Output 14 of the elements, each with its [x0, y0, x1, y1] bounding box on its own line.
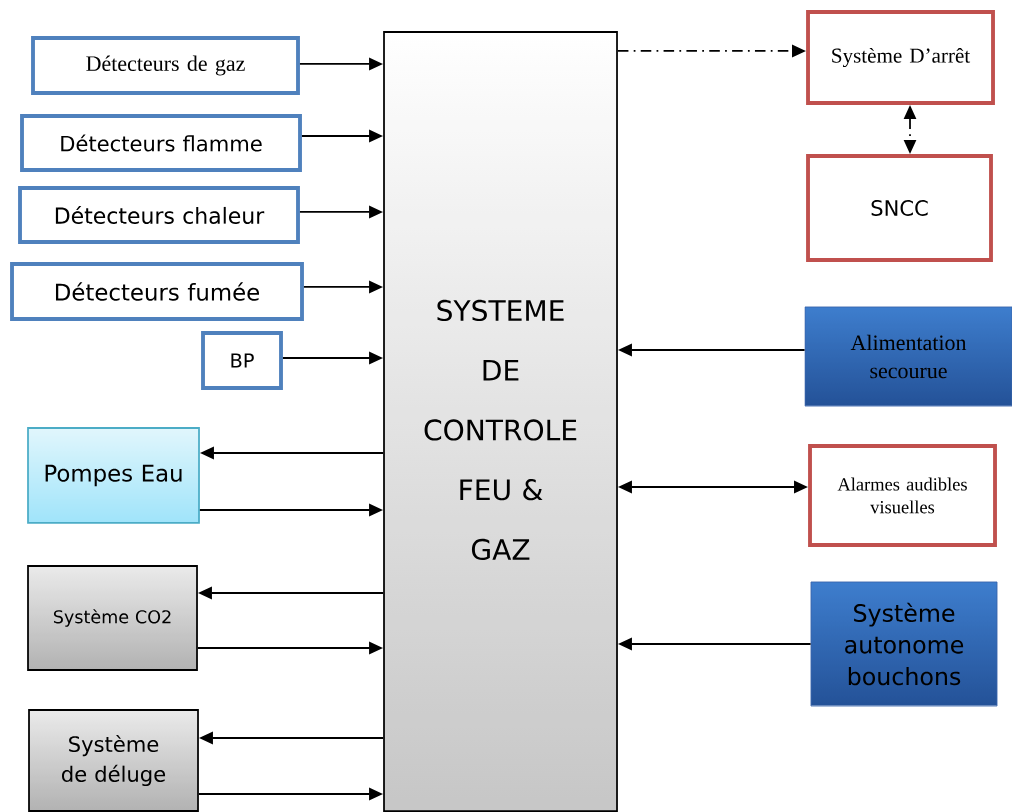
- system-box: Système CO2: [27, 565, 198, 671]
- system-box: Système de déluge: [28, 709, 199, 812]
- control-system-box: SYSTEME DE CONTROLE FEU & GAZ: [383, 31, 618, 812]
- alarm-box: Alarmes audibles visuelles: [808, 444, 997, 547]
- system-box: Système autonome bouchons: [810, 581, 998, 707]
- system-box: Système D’arrêt: [806, 10, 995, 105]
- detector-box: Détecteurs flamme: [20, 114, 302, 172]
- system-box: SNCC: [806, 154, 993, 262]
- pump-box: Pompes Eau: [27, 427, 200, 524]
- power-box: Alimentation secourue: [804, 306, 1012, 407]
- button-box: BP: [201, 331, 283, 390]
- detector-box: Détecteurs de gaz: [31, 36, 300, 95]
- detector-box: Détecteurs fumée: [10, 262, 304, 321]
- detector-box: Détecteurs chaleur: [18, 186, 300, 244]
